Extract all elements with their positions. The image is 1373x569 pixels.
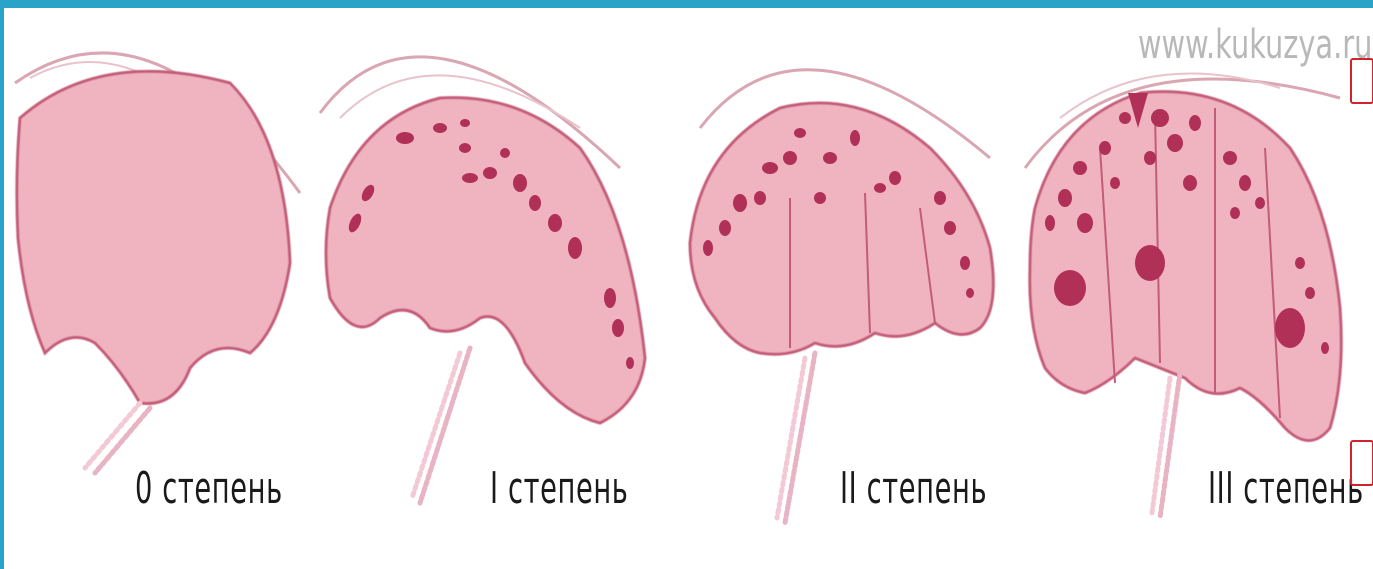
umbilical-cord-2 xyxy=(777,353,815,523)
corner-mark-top xyxy=(1350,58,1373,104)
placenta-stage-0 xyxy=(15,53,300,473)
placenta-maturity-diagram: www.kukuzya.ru 0 степень I степень II ст… xyxy=(0,8,1373,569)
umbilical-cord-1 xyxy=(412,348,470,503)
watermark-text: www.kukuzya.ru xyxy=(1138,22,1372,68)
umbilical-cord-3 xyxy=(1152,373,1180,518)
placenta-stage-2 xyxy=(690,70,993,523)
stage-label-3: III степень xyxy=(1208,463,1364,514)
corner-mark-bottom xyxy=(1350,440,1373,486)
stage-label-0: 0 степень xyxy=(135,463,283,514)
placenta-stage-1 xyxy=(320,57,645,503)
top-frame-bar xyxy=(0,0,1373,8)
stage-label-2: II степень xyxy=(840,463,987,514)
stage-label-1: I степень xyxy=(490,463,629,514)
placenta-stage-3 xyxy=(1025,73,1341,518)
